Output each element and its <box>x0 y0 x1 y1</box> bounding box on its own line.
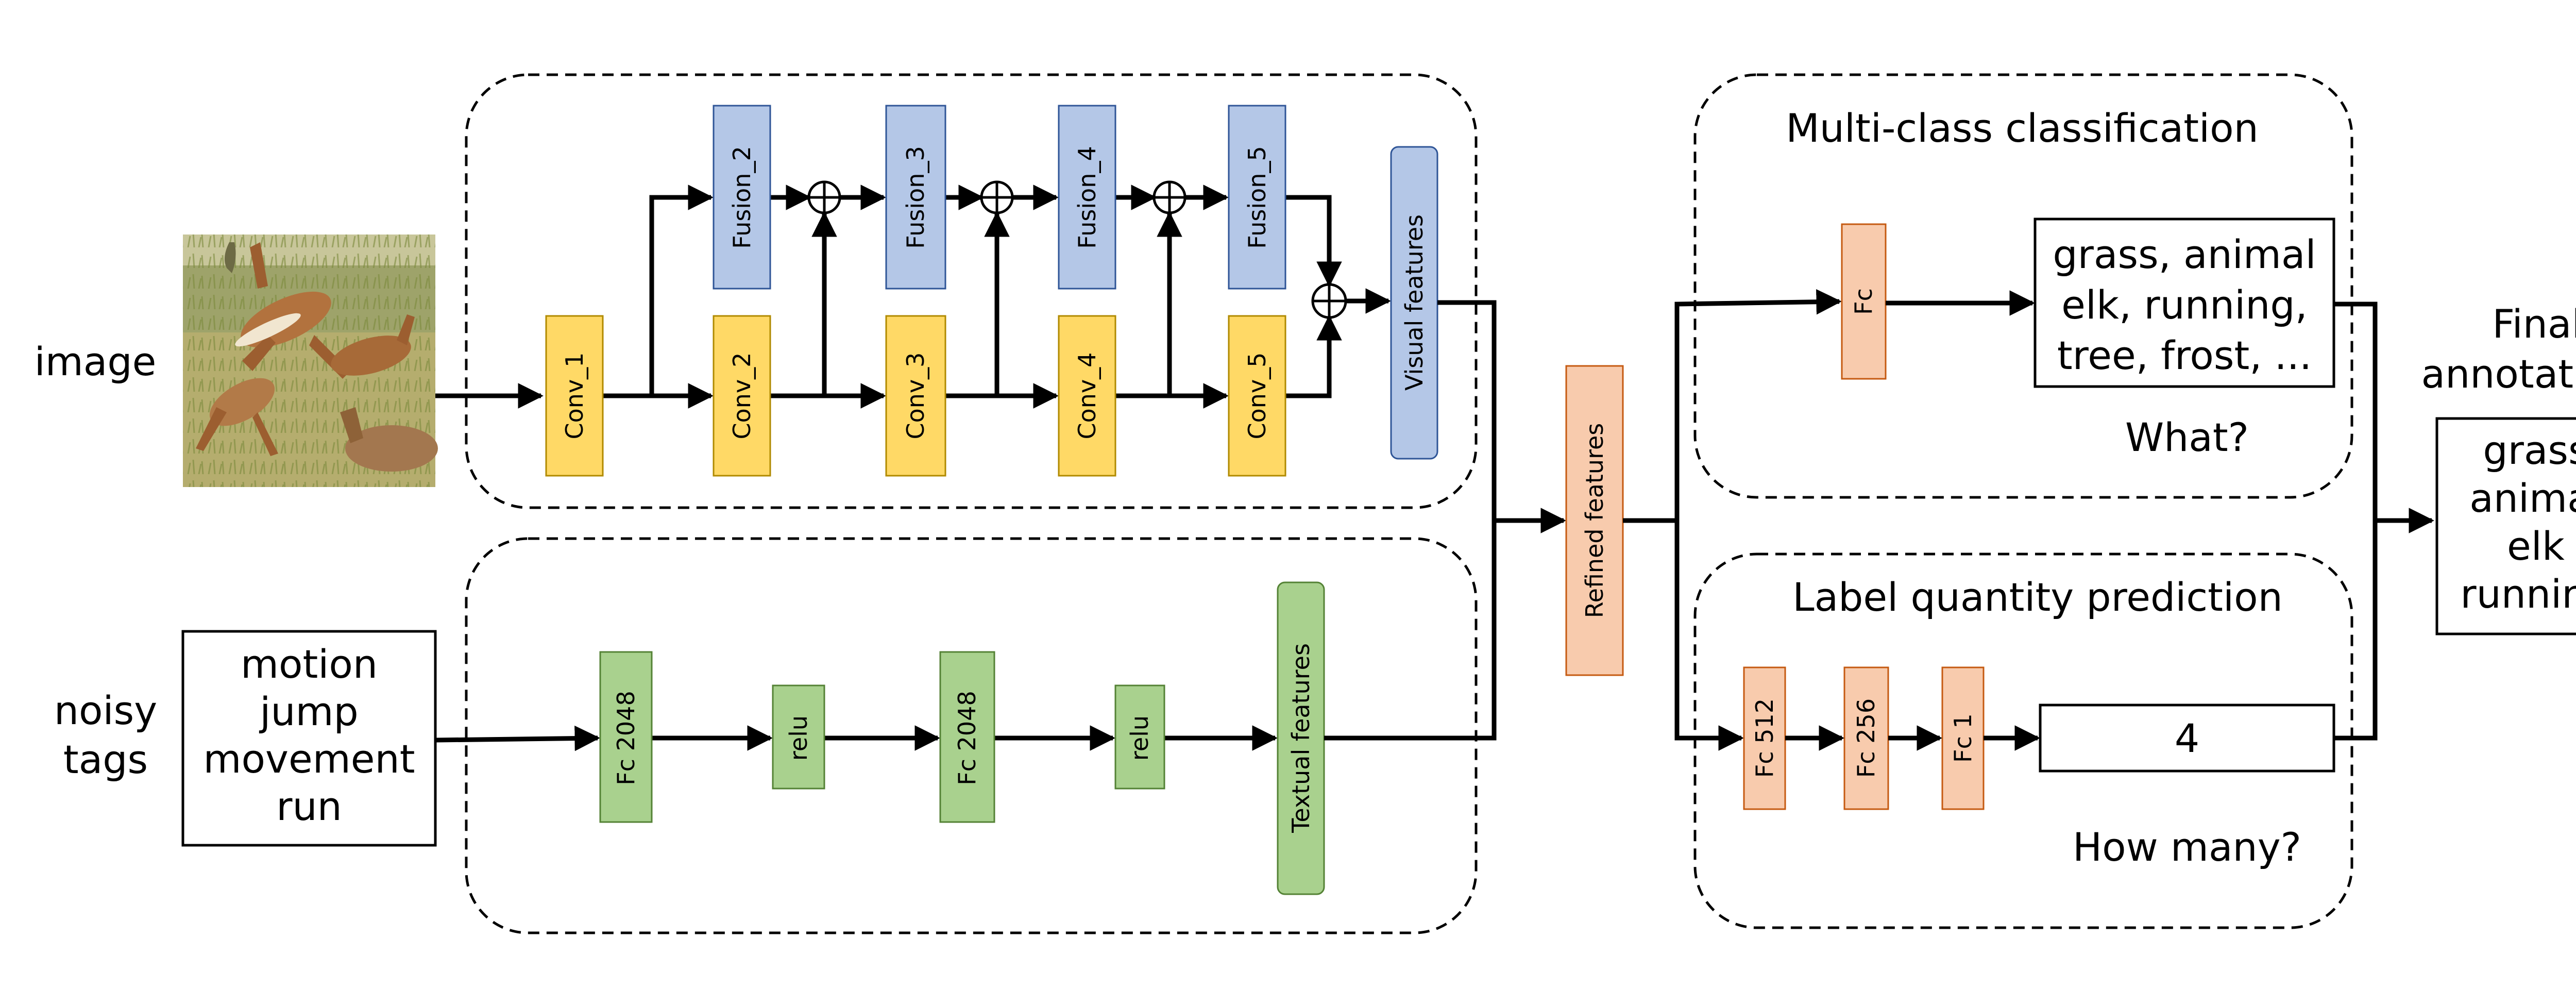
fusion-5-label: Fusion_5 <box>1243 146 1271 248</box>
fc-512-label: Fc 512 <box>1751 698 1778 778</box>
final-title-line1: Final <box>2492 301 2576 347</box>
classification-output-line: grass, animal <box>2053 231 2316 277</box>
quantity-output-value: 4 <box>2175 715 2199 761</box>
visual-features-block: Visual features <box>1390 146 1438 460</box>
final-annotation-item: running <box>2460 571 2576 617</box>
sum-node-icon <box>980 180 1014 214</box>
quantity-title: Label quantity prediction <box>1792 574 2282 620</box>
fusion-5-block: Fusion_5 <box>1228 105 1286 290</box>
relu-block: relu <box>1114 684 1165 790</box>
conv-5-block: Conv_5 <box>1228 315 1286 477</box>
final-annotations-box <box>2435 417 2576 635</box>
fc-2048-label: Fc 2048 <box>612 691 640 785</box>
conv-3-label: Conv_3 <box>902 353 929 440</box>
classification-fc-block: Fc <box>1841 223 1887 380</box>
image-label: image <box>35 339 157 384</box>
conv-4-block: Conv_4 <box>1058 315 1116 477</box>
fusion-2-label: Fusion_2 <box>728 146 756 248</box>
classification-group <box>1693 73 2353 499</box>
quantity-question: How many? <box>2073 824 2301 870</box>
classification-fc-label: Fc <box>1850 288 1877 315</box>
classification-output-line: elk, running, <box>2061 282 2308 328</box>
relu-label: relu <box>785 715 812 761</box>
sum-node-icon <box>1311 283 1347 319</box>
sum-node-icon <box>1153 180 1187 214</box>
fc-2048-label: Fc 2048 <box>953 691 981 785</box>
conv-5-label: Conv_5 <box>1243 353 1271 440</box>
refined-features-label: Refined features <box>1581 423 1608 618</box>
noisy-tags-box <box>181 630 437 847</box>
conv-3-block: Conv_3 <box>885 315 946 477</box>
fc-256-block: Fc 256 <box>1843 666 1889 810</box>
classification-title: Multi-class classification <box>1786 105 2259 151</box>
noisy-tags-label-line1: noisy <box>54 688 157 733</box>
conv-4-label: Conv_4 <box>1073 353 1101 440</box>
final-annotation-item: grass <box>2483 427 2576 473</box>
fusion-4-block: Fusion_4 <box>1058 105 1116 290</box>
fusion-3-label: Fusion_3 <box>902 146 929 248</box>
fc-1-block: Fc 1 <box>1941 666 1985 810</box>
tag-item: motion <box>241 641 378 687</box>
classification-output-box <box>2033 217 2335 388</box>
noisy-tags-label-line2: tags <box>63 736 148 782</box>
input-image <box>183 235 438 487</box>
textual-features-label: Textual features <box>1287 643 1315 833</box>
fc-2048-block: Fc 2048 <box>939 651 995 823</box>
tag-item: movement <box>203 736 415 782</box>
relu-label: relu <box>1126 715 1154 761</box>
relu-block: relu <box>772 684 825 790</box>
fc-1-label: Fc 1 <box>1949 713 1977 763</box>
visual-branch-group <box>465 73 1478 509</box>
final-annotation-item: animal <box>2469 475 2576 521</box>
classification-output-line: tree, frost, ... <box>2057 332 2312 378</box>
conv-2-label: Conv_2 <box>728 353 756 440</box>
fusion-2-block: Fusion_2 <box>713 105 771 290</box>
visual-features-label: Visual features <box>1400 214 1428 391</box>
classification-question: What? <box>2125 414 2249 460</box>
tag-item: jump <box>259 689 359 734</box>
final-annotation-item: elk <box>2507 523 2565 569</box>
textual-features-block: Textual features <box>1277 581 1325 895</box>
fc-256-label: Fc 256 <box>1852 698 1880 778</box>
tag-item: run <box>276 783 342 829</box>
quantity-group <box>1693 552 2353 929</box>
fusion-4-label: Fusion_4 <box>1073 146 1101 248</box>
conv-1-label: Conv_1 <box>561 353 588 440</box>
refined-features-block: Refined features <box>1565 365 1624 676</box>
fc-512-block: Fc 512 <box>1743 666 1786 810</box>
conv-2-block: Conv_2 <box>713 315 771 477</box>
quantity-output-box <box>2039 704 2335 773</box>
fc-2048-block: Fc 2048 <box>599 651 653 823</box>
sum-node-icon <box>807 180 841 214</box>
conv-1-block: Conv_1 <box>545 315 604 477</box>
fusion-3-block: Fusion_3 <box>885 105 946 290</box>
final-title-line2: annotations <box>2421 351 2576 397</box>
